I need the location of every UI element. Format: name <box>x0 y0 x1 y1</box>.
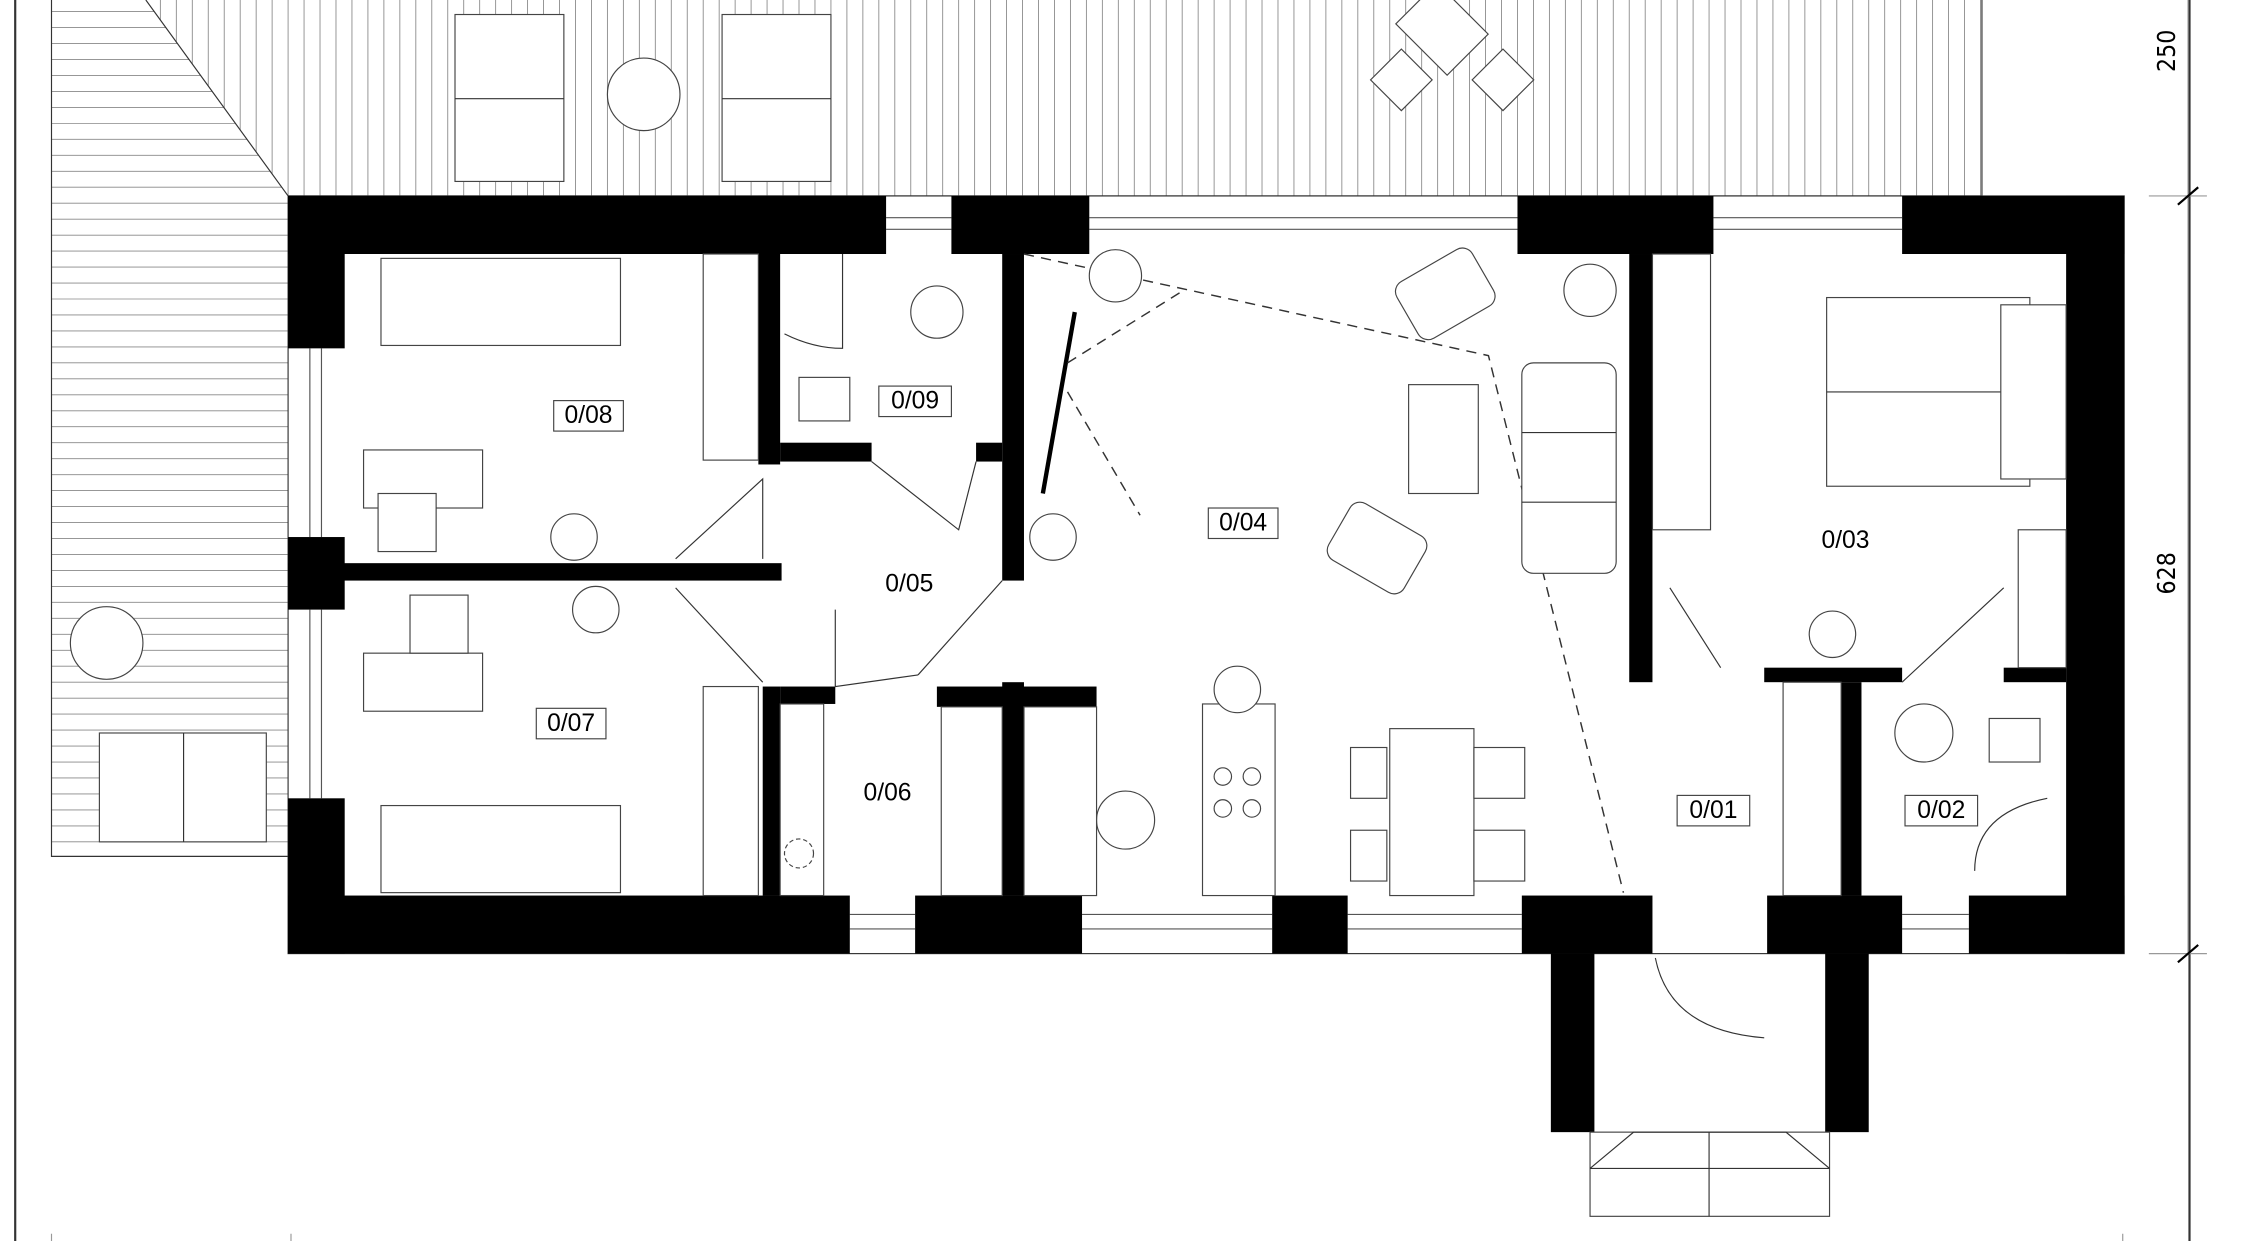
room-label-0-09: 0/09 <box>878 385 952 418</box>
room-label-0-06: 0/06 <box>864 779 912 806</box>
room-label-0-02: 0/02 <box>1904 794 1979 827</box>
terrace-furniture <box>69 0 1535 843</box>
svg-text:0/02: 0/02 <box>1917 797 1965 824</box>
svg-text:0/01: 0/01 <box>1689 797 1737 824</box>
room-label-0-04: 0/04 <box>1207 507 1279 540</box>
dimension-house-depth: 628 <box>2152 552 2181 594</box>
svg-text:0/07: 0/07 <box>547 710 595 737</box>
svg-text:0/04: 0/04 <box>1219 509 1267 536</box>
room-label-0-03: 0/03 <box>1822 527 1870 554</box>
svg-text:0/06: 0/06 <box>864 779 912 806</box>
room-labels: 0/08 0/09 0/05 0/04 0/03 0/07 0/06 0/01 … <box>535 385 1979 827</box>
walls <box>288 195 2125 1133</box>
room-label-0-01: 0/01 <box>1676 794 1751 827</box>
room-label-0-08: 0/08 <box>553 400 624 432</box>
svg-text:0/08: 0/08 <box>565 402 613 429</box>
furniture <box>362 247 2067 897</box>
svg-text:0/09: 0/09 <box>891 388 939 415</box>
sliding-door <box>1040 311 1077 494</box>
entrance-steps <box>1589 1131 1831 1217</box>
doors <box>675 254 2048 1039</box>
svg-text:0/05: 0/05 <box>885 570 933 597</box>
room-label-0-05: 0/05 <box>885 570 933 597</box>
dimension-terrace-depth: 250 <box>2152 30 2181 72</box>
windows <box>309 217 1969 930</box>
svg-text:0/03: 0/03 <box>1822 527 1870 554</box>
dimension-lines <box>50 0 2207 1241</box>
room-label-0-07: 0/07 <box>535 707 607 740</box>
